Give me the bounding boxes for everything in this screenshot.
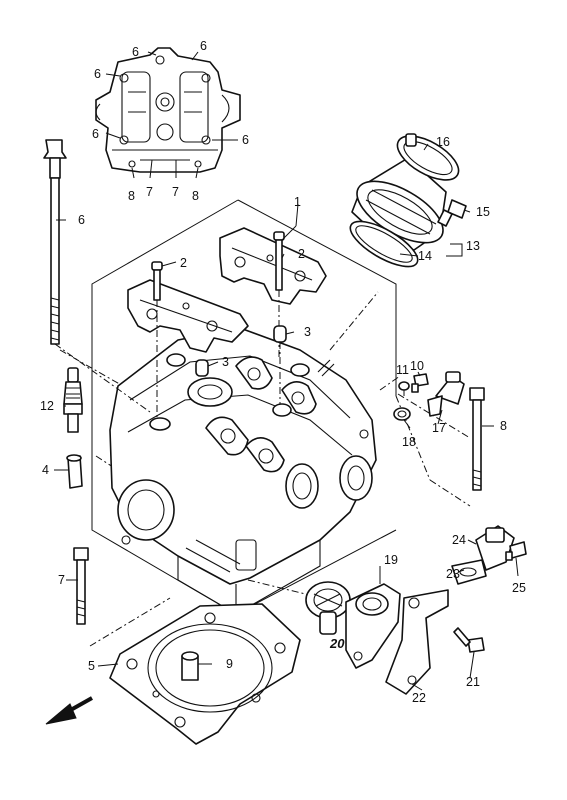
callout-7: 7 xyxy=(146,185,153,199)
sensor-washer xyxy=(398,381,410,391)
callout-13: 13 xyxy=(466,239,480,253)
callout-12: 12 xyxy=(40,399,54,413)
callout-22: 22 xyxy=(412,691,426,705)
callout-6: 6 xyxy=(242,133,249,147)
callout-2: 2 xyxy=(180,256,187,270)
callout-8: 8 xyxy=(500,419,507,433)
leader-lines xyxy=(54,143,519,691)
callout-3: 3 xyxy=(304,325,311,339)
callout-1: 1 xyxy=(294,195,301,209)
spark-plug xyxy=(63,367,83,433)
dowel-pin-head xyxy=(195,359,209,377)
intake-o-ring xyxy=(349,220,419,268)
cylinder-head-bolt-right xyxy=(397,387,485,491)
valve-bolt xyxy=(505,541,527,561)
callout-5: 5 xyxy=(88,659,95,673)
callout-2: 2 xyxy=(298,247,305,261)
callout-3: 3 xyxy=(222,355,229,369)
callout-6: 6 xyxy=(78,213,85,227)
camshaft-holder-bolt-right xyxy=(273,231,285,360)
bracket-bolt xyxy=(453,627,485,653)
callout-10: 10 xyxy=(410,359,424,373)
callout-7: 7 xyxy=(172,185,179,199)
callout-8: 8 xyxy=(192,189,199,203)
callout-6: 6 xyxy=(200,39,207,53)
callout-8: 8 xyxy=(128,189,135,203)
callout-4: 4 xyxy=(42,463,49,477)
callout-16: 16 xyxy=(436,135,450,149)
callout-6: 6 xyxy=(94,67,101,81)
head-top-view-inset xyxy=(95,47,241,179)
callout-18: 18 xyxy=(402,435,416,449)
callout-9: 9 xyxy=(226,657,233,671)
cylinder-head-bolt-short xyxy=(73,547,89,625)
camshaft-holder-bolt-left xyxy=(151,261,163,420)
callout-11: 11 xyxy=(396,363,409,377)
callout-7: 7 xyxy=(58,573,65,587)
cylinder-head-gasket xyxy=(109,603,301,745)
thermostat xyxy=(305,581,351,635)
intake-pipe-clamp xyxy=(396,133,460,181)
valve-gasket xyxy=(451,559,487,585)
front-direction-arrow-icon xyxy=(45,696,93,725)
gasket-dowel-pin xyxy=(181,651,199,681)
callout-21: 21 xyxy=(466,675,480,689)
callout-14: 14 xyxy=(418,249,432,263)
callout-24: 24 xyxy=(452,533,466,547)
camshaft-holder-left xyxy=(127,279,249,353)
water-temp-sensor xyxy=(427,371,465,417)
camshaft-holder-right xyxy=(219,227,327,305)
callout-19: 19 xyxy=(384,553,398,567)
cylinder-head xyxy=(109,327,377,615)
sensor-bolt xyxy=(411,373,429,393)
callout-6: 6 xyxy=(92,127,99,141)
small-mark xyxy=(317,359,335,377)
dowel-pin-holder xyxy=(273,325,287,404)
callout-25: 25 xyxy=(512,581,526,595)
thermostat-housing xyxy=(345,583,401,669)
intake-pipe-bolt xyxy=(437,199,467,227)
plug-sleeve xyxy=(66,454,83,489)
callout-labels: 1 2 2 3 3 4 5 6 6 6 6 6 6 7 7 7 8 8 8 9 … xyxy=(40,39,526,705)
callout-17: 17 xyxy=(432,421,446,435)
callout-23: 23 xyxy=(446,567,460,581)
callout-15: 15 xyxy=(476,205,490,219)
cylinder-head-bolt-long xyxy=(43,139,151,413)
sensor-o-ring xyxy=(393,407,411,421)
callout-6: 6 xyxy=(132,45,139,59)
callout-20: 20 xyxy=(329,636,345,651)
